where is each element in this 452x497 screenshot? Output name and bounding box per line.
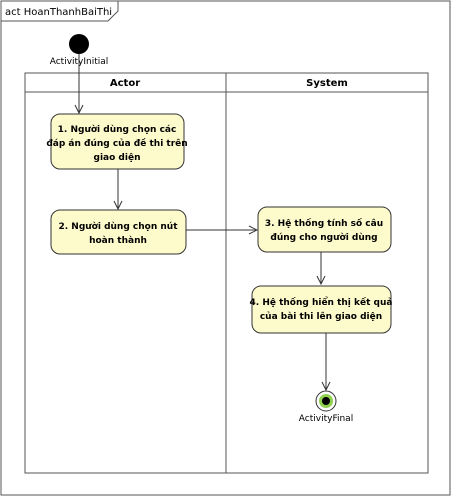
frame-tab xyxy=(1,1,119,22)
action-3-line-1: 3. Hệ thống tính số câu xyxy=(265,218,383,229)
frame-title: act HoanThanhBaiThi xyxy=(5,7,112,18)
lane-system-label: System xyxy=(306,78,348,89)
action-3-line-2: đúng cho người dùng xyxy=(270,232,377,243)
action-1-line-2: đáp án đúng của đề thi trên xyxy=(46,138,187,149)
final-node-label: ActivityFinal xyxy=(299,414,353,424)
action-1-line-3: giao diện xyxy=(94,153,141,163)
action-3[interactable]: 3. Hệ thống tính số câu đúng cho người d… xyxy=(257,206,392,253)
action-2-line-2: hoàn thành xyxy=(89,236,147,246)
action-4-line-1: 4. Hệ thống hiển thị kết quả xyxy=(250,296,393,308)
final-node[interactable] xyxy=(315,390,337,412)
action-1[interactable]: 1. Người dùng chọn các đáp án đúng của đ… xyxy=(46,113,188,170)
action-2-line-1: 2. Người dùng chọn nút xyxy=(58,221,178,232)
action-4[interactable]: 4. Hệ thống hiển thị kết quả của bài thi… xyxy=(250,285,393,334)
action-2[interactable]: 2. Người dùng chọn nút hoàn thành xyxy=(50,209,187,255)
initial-node[interactable] xyxy=(69,34,89,54)
action-1-line-1: 1. Người dùng chọn các xyxy=(58,124,177,135)
action-4-line-2: của bài thi lên giao diện xyxy=(260,311,382,322)
lane-actor-label: Actor xyxy=(110,78,140,89)
